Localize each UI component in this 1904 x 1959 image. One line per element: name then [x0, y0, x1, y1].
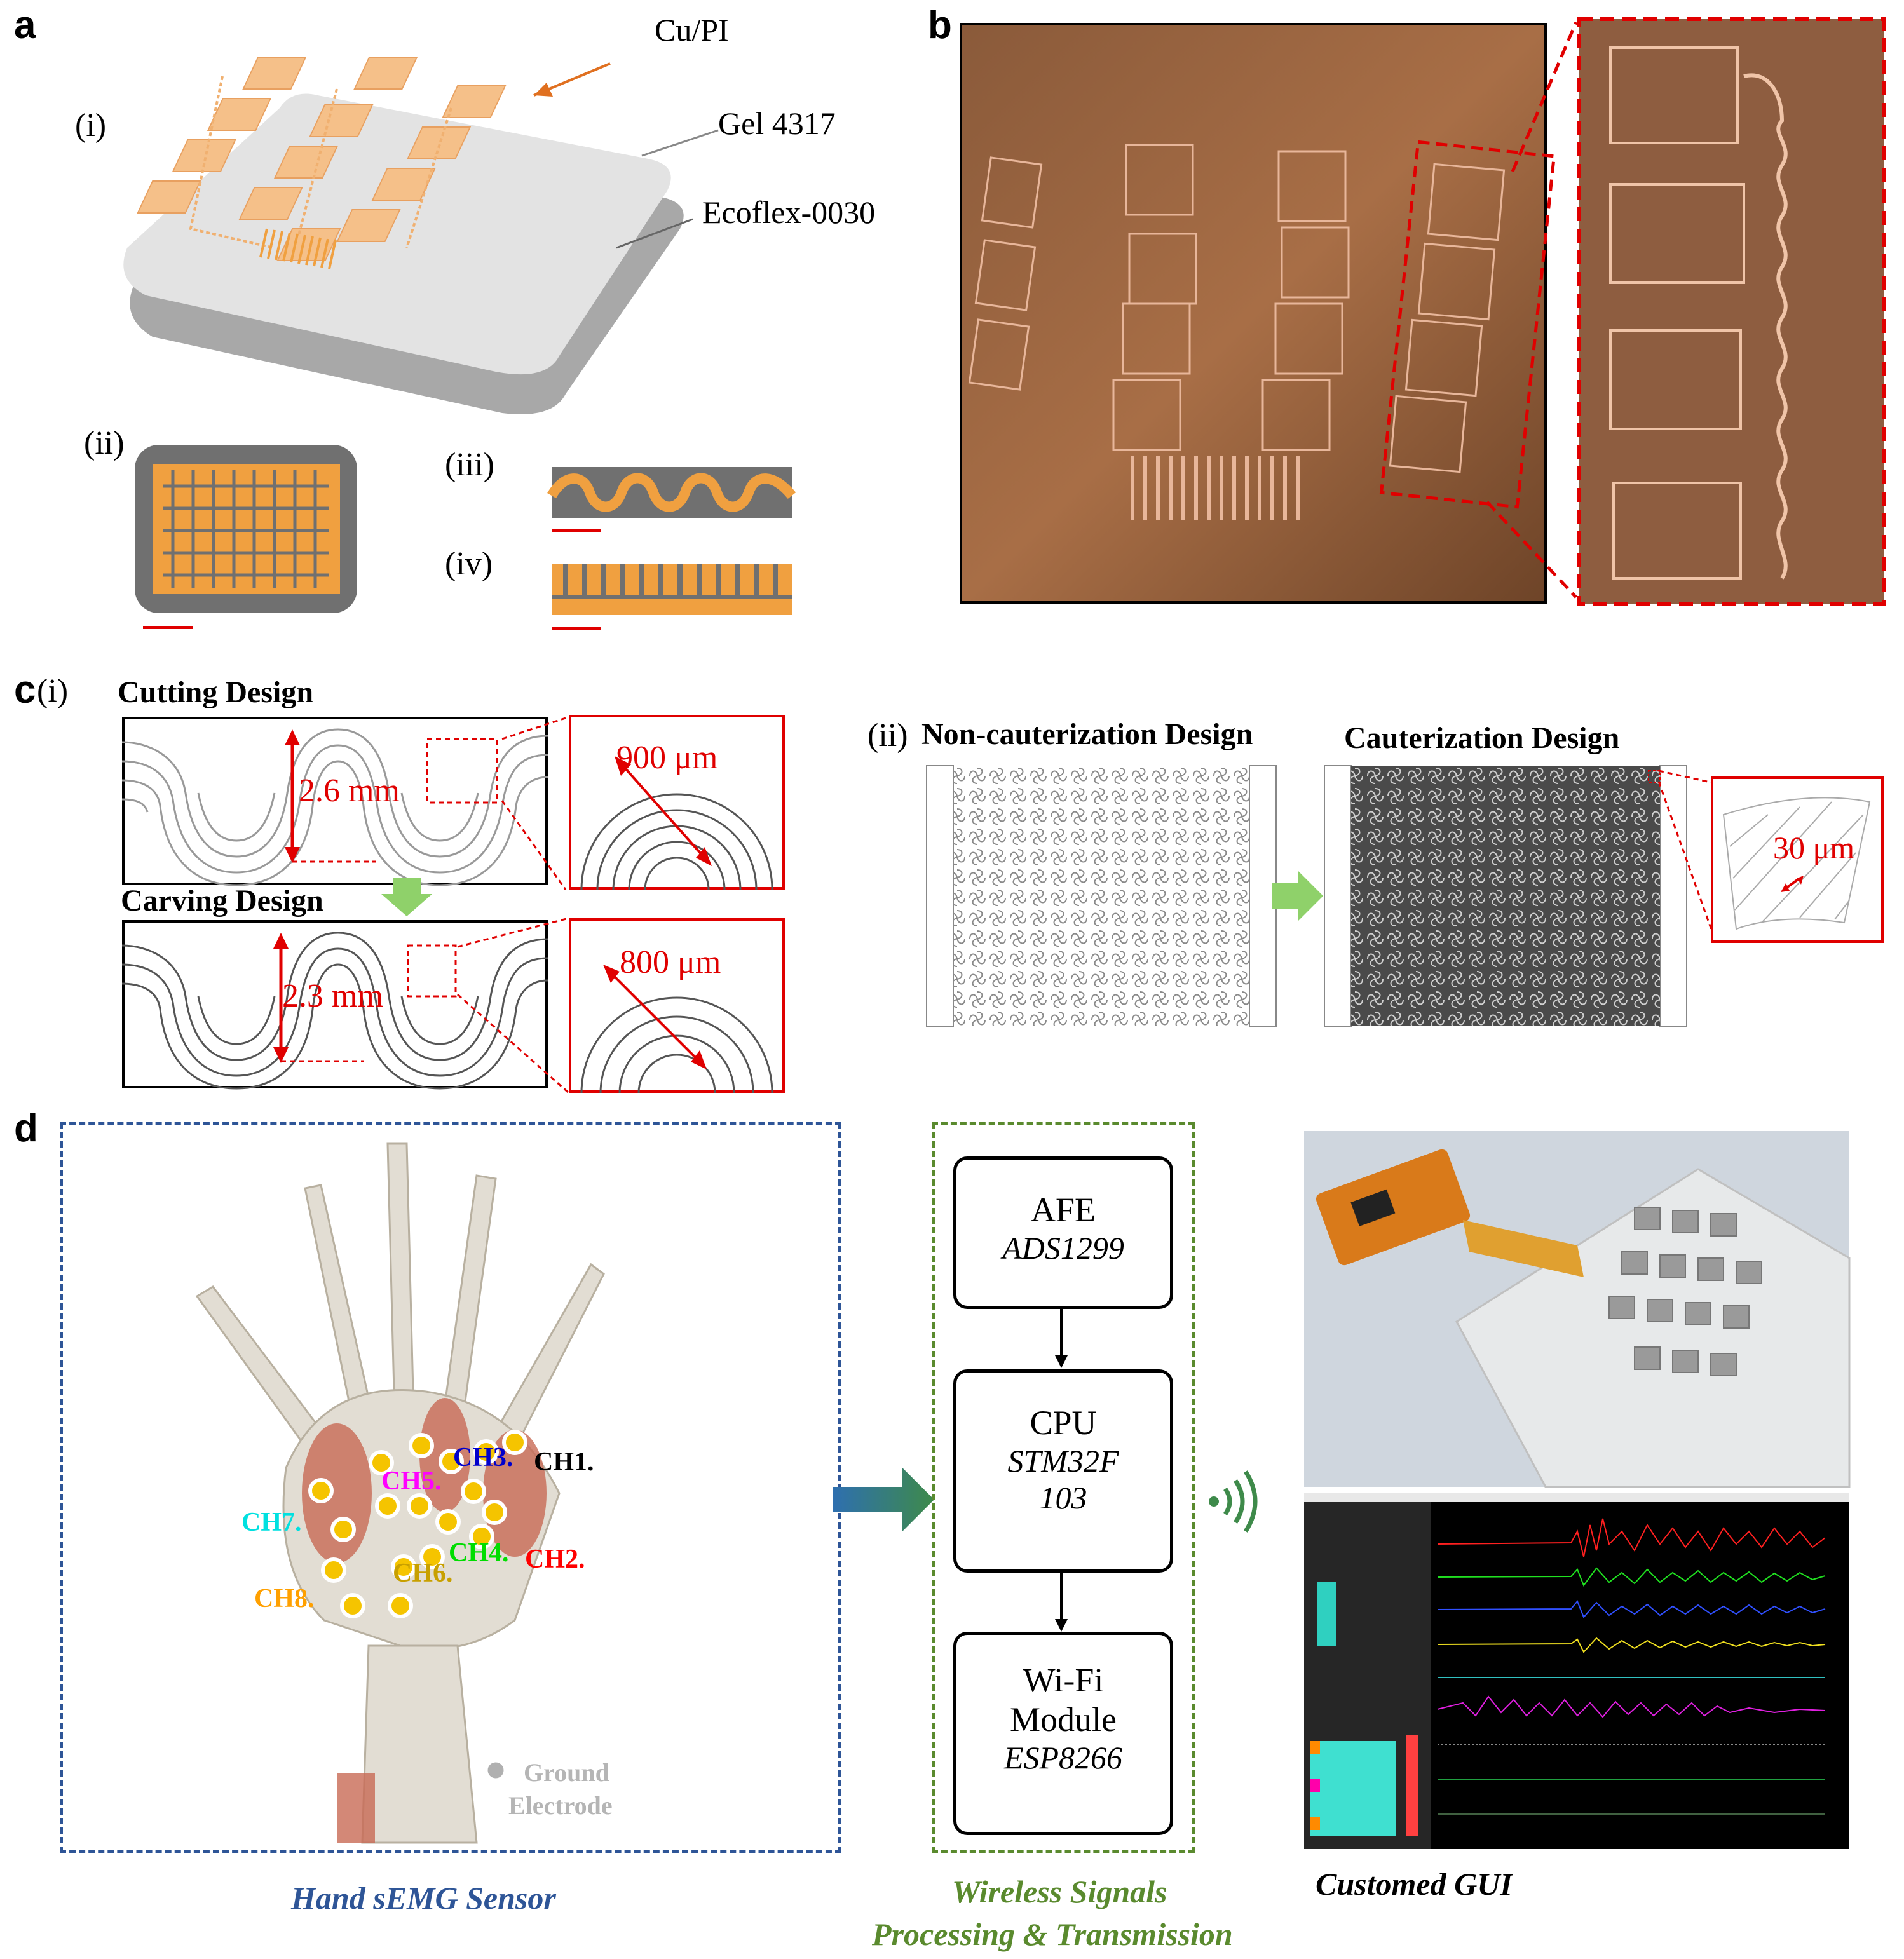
panel-b-letter: b [928, 3, 952, 47]
arrow-down-green [381, 878, 432, 916]
arrow-right-green [1272, 871, 1323, 921]
scale-bar-iv [552, 627, 601, 630]
serpentine-trace-detail [547, 467, 796, 518]
panel-a-sub-iv: (iv) [445, 546, 493, 582]
wifi-title-2: Module [1010, 1700, 1117, 1739]
carving-design-title: Carving Design [121, 884, 323, 918]
arrow-cpu-wifi [1055, 1569, 1068, 1632]
ground-label: Ground [524, 1758, 609, 1787]
label-cu-pi: Cu/PI [655, 12, 729, 48]
cutting-design-title: Cutting Design [118, 675, 314, 709]
cutting-zoom-dimension: 900 μm [616, 740, 718, 776]
caut-zoom-diagram [1711, 776, 1884, 943]
electrode-label: Electrode [508, 1791, 613, 1820]
gui-screenshot [1304, 1493, 1849, 1849]
panel-a-sub-ii: (ii) [84, 425, 125, 461]
panel-c-letter: c [14, 668, 36, 712]
ch5-label: CH5. [381, 1467, 442, 1496]
caut-mesh-diagram [1324, 765, 1687, 1027]
ch1-label: CH1. [534, 1447, 594, 1477]
caut-design-title: Cauterization Design [1344, 721, 1620, 755]
caut-zoom-dimension: 30 μm [1773, 830, 1855, 865]
cpu-title: CPU [1030, 1404, 1097, 1442]
layered-sensor-illustration [123, 57, 719, 414]
ch6-label: CH6. [393, 1559, 453, 1588]
afe-chip: ADS1299 [1002, 1230, 1124, 1266]
carving-design-diagram [121, 920, 548, 1090]
wifi-block: Wi-Fi Module ESP8266 [953, 1632, 1173, 1835]
cpu-block: CPU STM32F 103 [953, 1369, 1173, 1573]
device-photo [1304, 1131, 1851, 1488]
scale-bar-iii [552, 529, 601, 532]
panel-c-sub-ii: (ii) [867, 717, 908, 754]
cutting-zoom-diagram [569, 715, 785, 890]
wifi-title-1: Wi-Fi [1023, 1661, 1104, 1699]
connector-detail [552, 564, 792, 615]
wireless-caption-1: Wireless Signals [952, 1874, 1167, 1909]
zoomed-sensor-photo [1577, 17, 1886, 606]
zoom-connector-lines [1486, 22, 1578, 599]
panel-a-sub-i: (i) [75, 107, 107, 144]
cpu-chip-2: 103 [1039, 1480, 1087, 1515]
noncaut-mesh-diagram [926, 765, 1277, 1027]
carving-zoom-diagram [569, 918, 785, 1094]
cutting-design-diagram [121, 717, 548, 886]
ch2-label: CH2. [525, 1545, 585, 1574]
label-ecoflex: Ecoflex-0030 [702, 194, 876, 230]
wifi-signal-icon [1209, 1470, 1258, 1533]
caut-zoom-lines [1657, 769, 1717, 943]
arrow-to-wireless [833, 1468, 934, 1531]
wifi-chip: ESP8266 [1003, 1740, 1123, 1775]
panel-a-letter: a [14, 3, 36, 47]
arrow-afe-cpu [1055, 1306, 1068, 1368]
carving-dimension: 2.3 mm [282, 978, 383, 1014]
wireless-caption-2: Processing & Transmission [872, 1916, 1233, 1952]
electrode-pad-detail [135, 445, 357, 613]
carving-zoom-lines [457, 917, 569, 1094]
ch8-label: CH8. [254, 1584, 315, 1613]
gui-caption: Customed GUI [1316, 1866, 1513, 1902]
ch7-label: CH7. [241, 1508, 302, 1537]
noncaut-design-title: Non-cauterization Design [921, 717, 1253, 751]
panel-c-sub-i: (i) [37, 673, 69, 709]
cutting-dimension: 2.6 mm [299, 773, 400, 809]
wireless-box [932, 1122, 1195, 1853]
carving-zoom-dimension: 800 μm [620, 944, 721, 980]
panel-d-letter: d [14, 1106, 38, 1150]
scale-bar-ii [143, 626, 193, 629]
hand-skeleton-illustration [195, 1142, 605, 1844]
cpu-chip-1: STM32F [1007, 1443, 1119, 1479]
sensor-caption: Hand sEMG Sensor [291, 1880, 556, 1916]
afe-title: AFE [1030, 1191, 1096, 1229]
label-gel: Gel 4317 [718, 105, 836, 141]
cutting-zoom-lines [501, 717, 567, 890]
panel-a-sub-iii: (iii) [445, 447, 494, 483]
ch4-label: CH4. [449, 1538, 509, 1568]
sensor-on-hand-photo [960, 23, 1556, 604]
afe-block: AFE ADS1299 [953, 1156, 1173, 1309]
ch3-label: CH3. [453, 1443, 513, 1472]
